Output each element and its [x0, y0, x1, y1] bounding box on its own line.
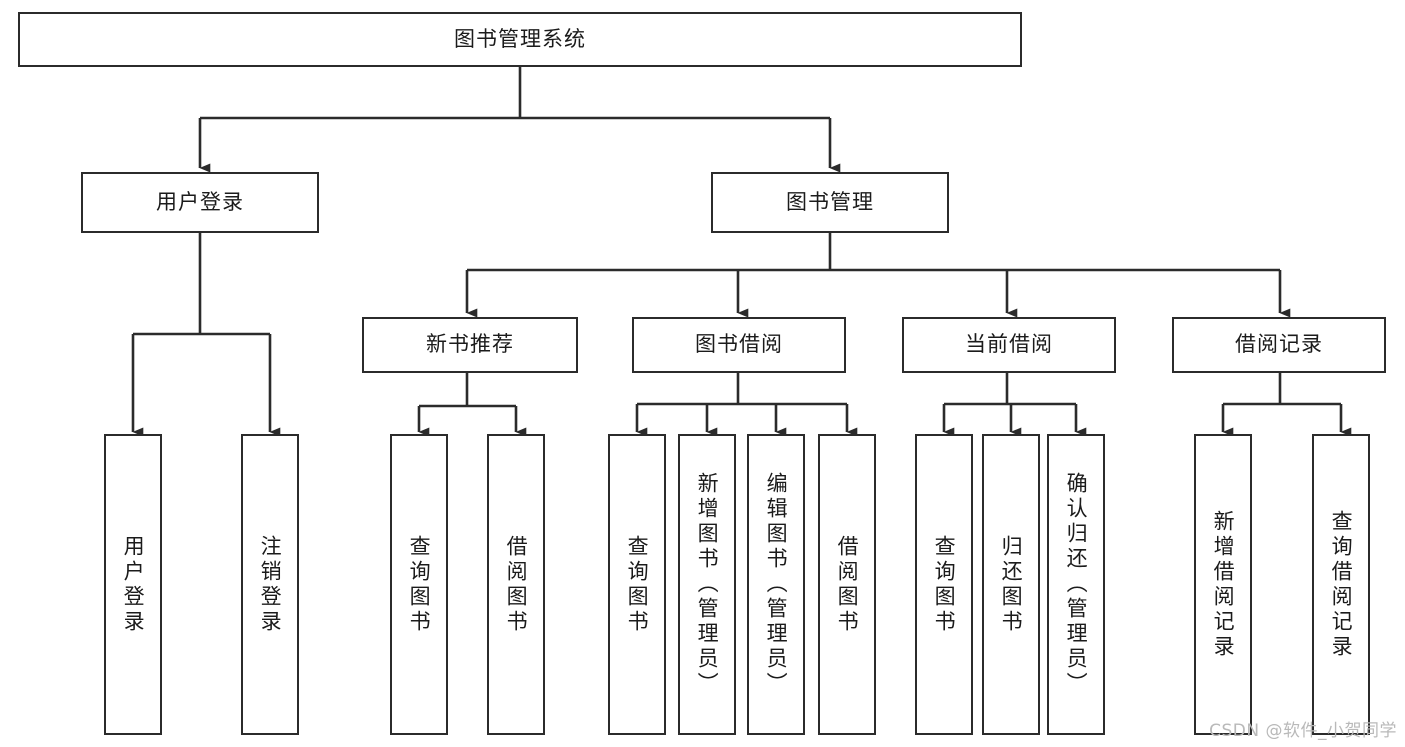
node-leaf-current-borrow-1[interactable]: 查询图书: [915, 434, 973, 735]
node-user-login[interactable]: 用户登录: [81, 172, 319, 233]
node-book-manage[interactable]: 图书管理: [711, 172, 949, 233]
node-root-label: 图书管理系统: [454, 26, 586, 51]
node-leaf-book-borrow-1-label: 查询图书: [625, 534, 650, 635]
node-book-borrow[interactable]: 图书借阅: [632, 317, 846, 373]
node-leaf-book-borrow-4-label: 借阅图书: [835, 534, 860, 635]
node-user-login-label: 用户登录: [156, 189, 244, 214]
watermark: CSDN @软件_小贺同学: [1209, 721, 1397, 741]
node-leaf-user-login-1[interactable]: 用户登录: [104, 434, 162, 735]
node-book-borrow-label: 图书借阅: [695, 332, 783, 357]
node-leaf-current-borrow-3-label: 确认归还（管理员）: [1064, 472, 1089, 697]
node-leaf-new-book-rec-1-label: 查询图书: [407, 534, 432, 635]
node-leaf-new-book-rec-2-label: 借阅图书: [504, 534, 529, 635]
node-leaf-user-login-2-label: 注销登录: [258, 534, 283, 635]
node-leaf-current-borrow-2[interactable]: 归还图书: [982, 434, 1040, 735]
node-leaf-user-login-1-label: 用户登录: [121, 534, 146, 635]
node-leaf-current-borrow-1-label: 查询图书: [932, 534, 957, 635]
node-leaf-borrow-record-1-label: 新增借阅记录: [1211, 509, 1236, 660]
node-current-borrow[interactable]: 当前借阅: [902, 317, 1116, 373]
node-leaf-book-borrow-3[interactable]: 编辑图书（管理员）: [747, 434, 805, 735]
node-leaf-current-borrow-2-label: 归还图书: [999, 534, 1024, 635]
node-leaf-book-borrow-4[interactable]: 借阅图书: [818, 434, 876, 735]
node-leaf-new-book-rec-2[interactable]: 借阅图书: [487, 434, 545, 735]
node-borrow-record-label: 借阅记录: [1235, 332, 1323, 357]
node-leaf-borrow-record-2[interactable]: 查询借阅记录: [1312, 434, 1370, 735]
node-leaf-current-borrow-3[interactable]: 确认归还（管理员）: [1047, 434, 1105, 735]
node-leaf-book-borrow-1[interactable]: 查询图书: [608, 434, 666, 735]
node-leaf-book-borrow-2[interactable]: 新增图书（管理员）: [678, 434, 736, 735]
node-root[interactable]: 图书管理系统: [18, 12, 1022, 67]
node-leaf-new-book-rec-1[interactable]: 查询图书: [390, 434, 448, 735]
node-new-book-rec-label: 新书推荐: [426, 332, 514, 357]
node-current-borrow-label: 当前借阅: [965, 332, 1053, 357]
node-leaf-borrow-record-1[interactable]: 新增借阅记录: [1194, 434, 1252, 735]
node-new-book-rec[interactable]: 新书推荐: [362, 317, 578, 373]
node-book-manage-label: 图书管理: [786, 189, 874, 214]
node-leaf-book-borrow-2-label: 新增图书（管理员）: [695, 472, 720, 697]
node-leaf-book-borrow-3-label: 编辑图书（管理员）: [764, 472, 789, 697]
node-borrow-record[interactable]: 借阅记录: [1172, 317, 1386, 373]
node-leaf-user-login-2[interactable]: 注销登录: [241, 434, 299, 735]
node-leaf-borrow-record-2-label: 查询借阅记录: [1329, 509, 1354, 660]
